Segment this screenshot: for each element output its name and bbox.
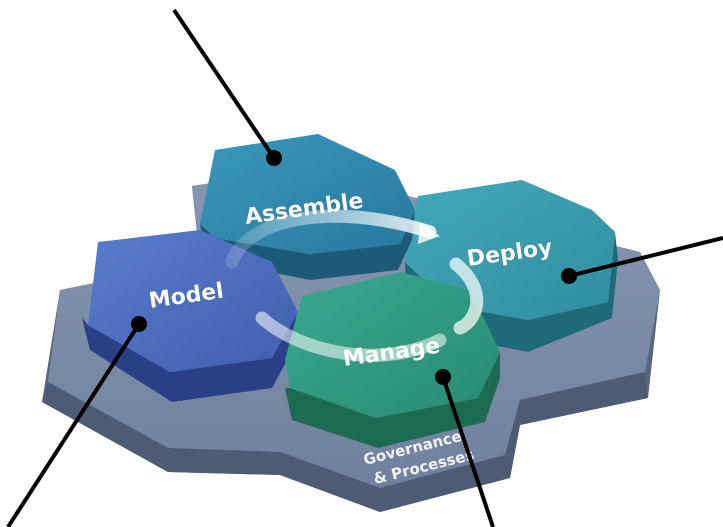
- callout-assemble-line: [172, 8, 276, 160]
- callout-model: [6, 316, 147, 527]
- callout-deploy-dot: [561, 268, 577, 284]
- hex-model-face: [88, 230, 298, 372]
- hex-model: Model: [82, 230, 298, 402]
- hex-model-side: [82, 312, 298, 402]
- callout-manage-line: [441, 376, 495, 527]
- callout-assemble: [172, 8, 282, 166]
- callout-assemble-dot: [266, 150, 282, 166]
- hex-model-label: Model: [147, 279, 225, 314]
- callout-manage: [435, 369, 495, 527]
- hex-deploy-face: [405, 180, 615, 320]
- callout-model-line: [6, 322, 141, 527]
- callout-deploy-line: [568, 236, 723, 278]
- hex-manage-side: [285, 352, 500, 448]
- base-front: [42, 372, 648, 512]
- hex-deploy: Deploy: [405, 180, 618, 352]
- hex-assemble-face: [200, 134, 415, 254]
- cycle-arrow: [225, 209, 484, 362]
- callout-model-dot: [131, 316, 147, 332]
- cycle-arrow-top: [225, 209, 437, 269]
- cycle-arrow-bottom: [255, 311, 447, 362]
- cycle-arrow-right: [449, 257, 484, 335]
- callout-manage-dot: [435, 369, 451, 385]
- callout-deploy: [561, 236, 723, 284]
- cycle-arrow-head: [418, 222, 440, 244]
